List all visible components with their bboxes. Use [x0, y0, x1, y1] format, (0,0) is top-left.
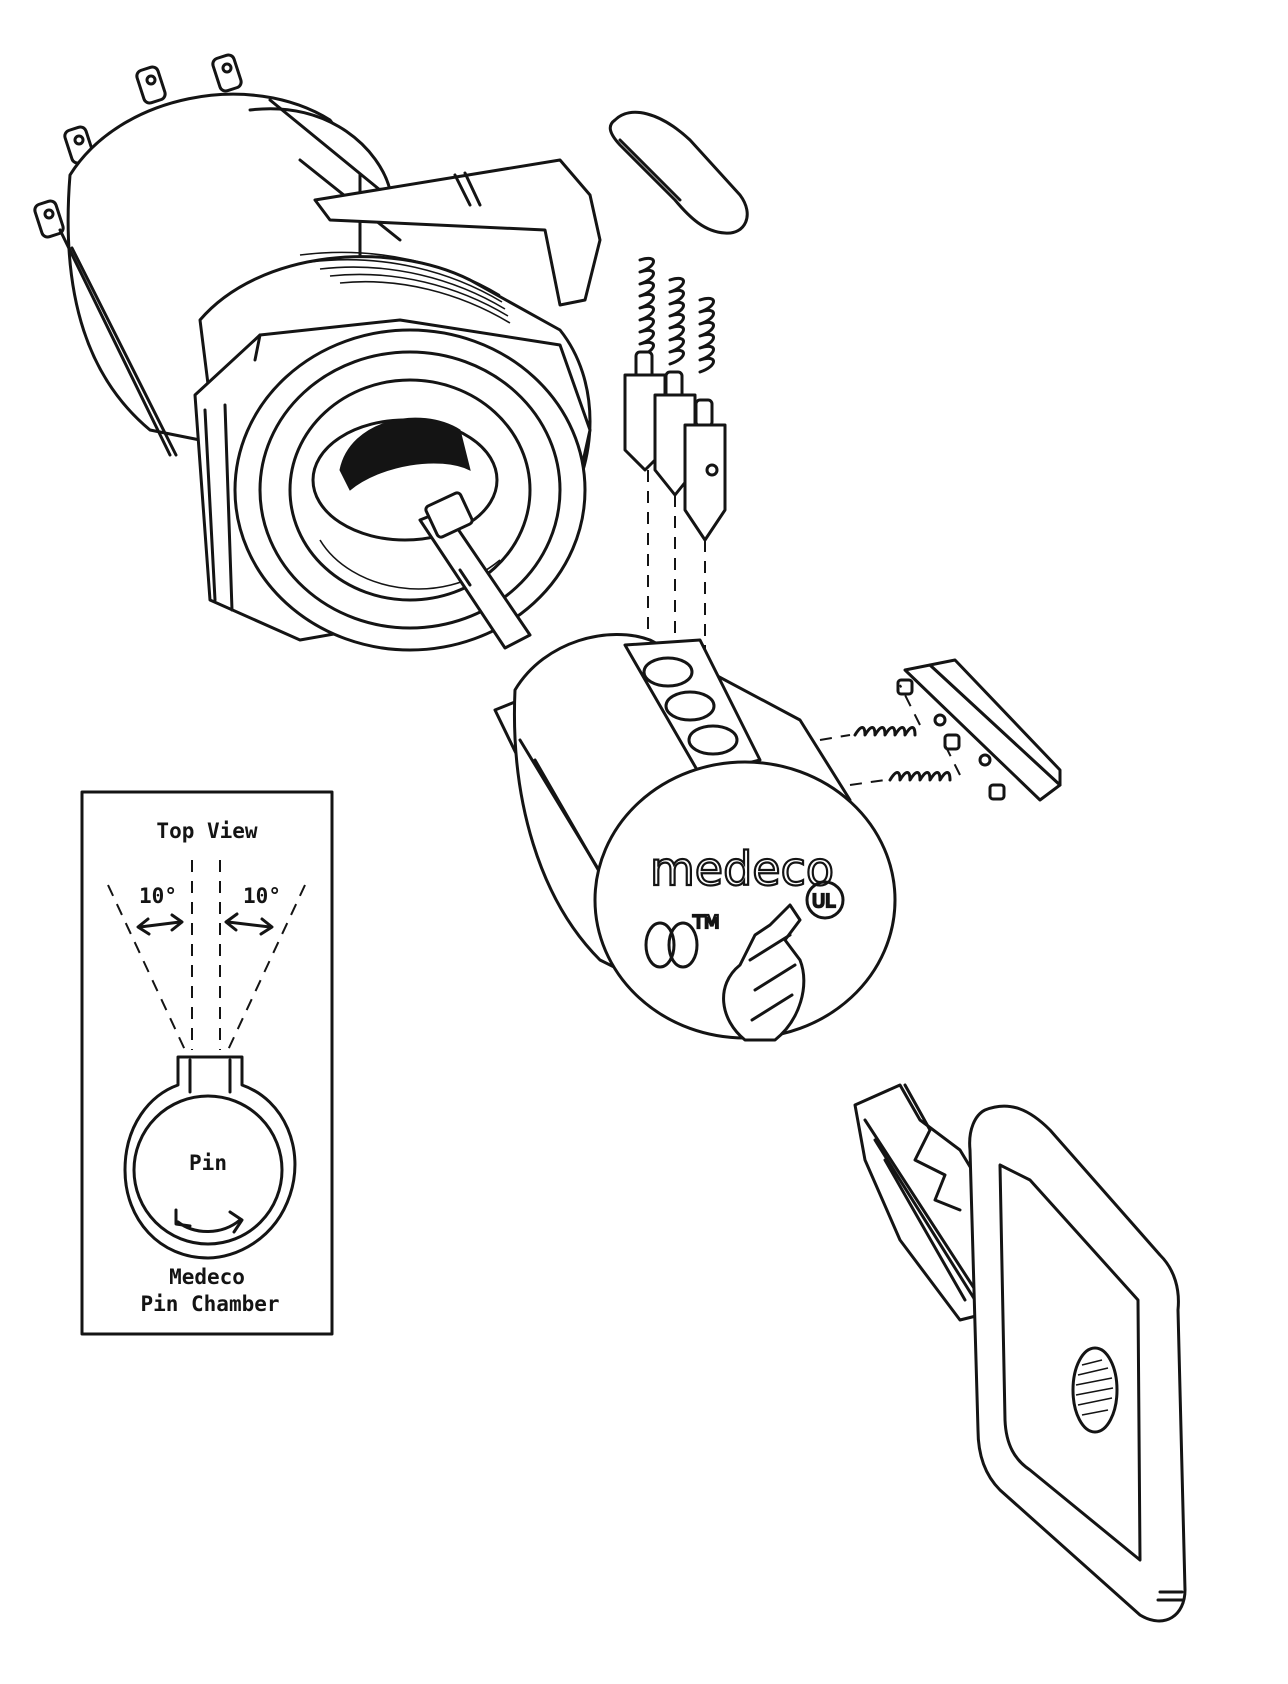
key: [853, 1083, 1187, 1623]
inset-heading: Top View: [156, 819, 258, 843]
thread-lines: [299, 251, 511, 324]
pin-guide-dashes: [647, 470, 706, 650]
ul-mark: UL: [805, 880, 845, 920]
solder-terminals: [33, 53, 243, 239]
lock-housing: [33, 53, 602, 652]
inset-caption-line2: Pin Chamber: [140, 1292, 279, 1316]
sidebar-springs: [819, 684, 961, 786]
top-sidebar-plate: [608, 110, 749, 235]
rotation-arrow-icon: [174, 1208, 244, 1234]
pin-springs: [638, 257, 715, 374]
medeco-symbol-icon: [644, 921, 699, 969]
bow-hole-hatching: [1075, 1359, 1114, 1416]
angle-left-arrow-icon: [136, 913, 184, 936]
pin-label: Pin: [189, 1151, 227, 1175]
bottom-pins: [623, 350, 727, 542]
brand-logo: medeco: [650, 842, 834, 896]
cylinder-plug: medeco TM UL: [493, 632, 897, 1042]
angle-right-label: 10°: [243, 884, 281, 908]
angle-right-arrow-icon: [224, 912, 274, 936]
angle-left-label: 10°: [139, 884, 177, 908]
sidebar: [896, 658, 1062, 802]
svg-text:UL: UL: [812, 891, 835, 912]
inset-caption-line1: Medeco: [169, 1265, 245, 1289]
trademark-mark: TM: [692, 912, 720, 933]
pin-chamber-inset: Top View 10° 10° Pin Medeco: [80, 790, 334, 1336]
